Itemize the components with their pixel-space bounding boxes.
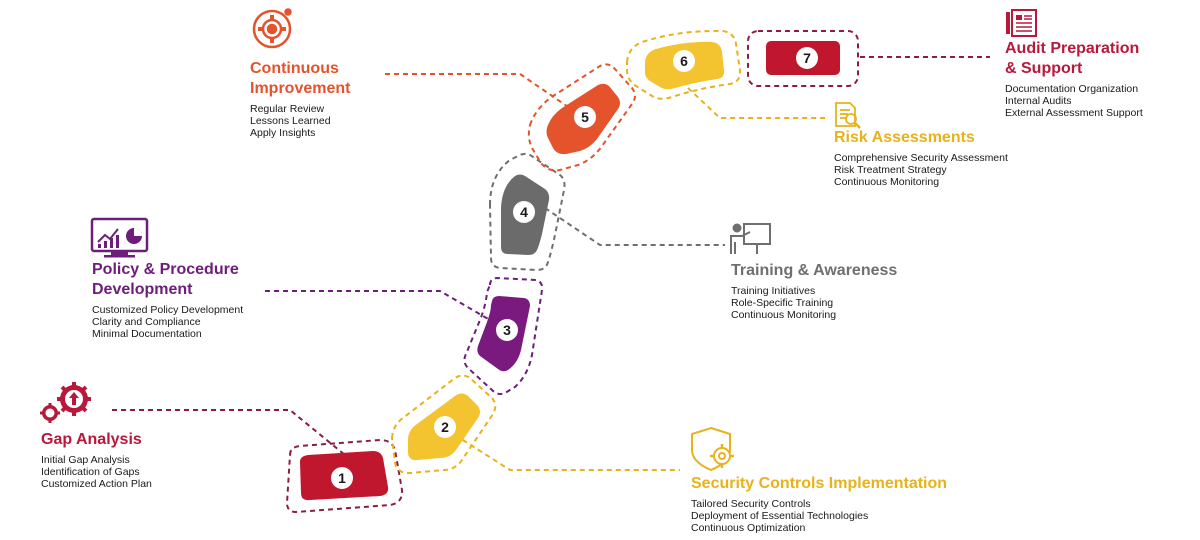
policy-procedure-title-line2: Development — [92, 281, 193, 298]
training-awareness-label: Training & Awareness Training Initiative… — [731, 261, 897, 321]
step-4-outline — [488, 152, 566, 272]
training-awareness-title: Training & Awareness — [731, 262, 898, 279]
step-2-badge — [434, 416, 456, 438]
continuous-improvement-title-line1: Continuous — [250, 60, 339, 77]
policy-procedure-item: Customized Policy Development — [92, 304, 244, 316]
step-6: 6 — [626, 29, 742, 100]
step-5: 5 — [527, 63, 636, 172]
audit-preparation-label: Audit Preparation & Support Documentatio… — [1005, 39, 1143, 119]
step-7-outline — [747, 30, 859, 87]
connector-security — [454, 434, 680, 471]
continuous-improvement-title: Continuous Improvement — [250, 59, 350, 99]
audit-preparation-item: Internal Audits — [1005, 95, 1072, 107]
step-6-outline — [626, 29, 742, 100]
risk-assessments-item: Continuous Monitoring — [834, 176, 940, 188]
step-3-outline — [463, 276, 544, 395]
step-6-badge — [673, 50, 695, 72]
step-4-number: 4 — [520, 204, 528, 220]
monitor-chart-icon — [90, 217, 149, 258]
gap-analysis-title: Gap Analysis — [41, 431, 142, 448]
security-controls-title: Security Controls Implementation — [691, 475, 948, 492]
step-3-badge — [496, 319, 518, 341]
security-controls-label: Security Controls Implementation Tailore… — [691, 474, 947, 534]
step-7-badge — [796, 47, 818, 69]
connector-continuous — [385, 73, 581, 116]
step-2-outline — [390, 374, 497, 475]
continuous-improvement-label: Continuous Improvement Regular Review Le… — [250, 59, 350, 139]
step-5-badge — [574, 106, 596, 128]
audit-preparation-title-line2: & Support — [1005, 60, 1083, 77]
document-magnifier-icon — [835, 102, 861, 129]
gap-analysis-item: Customized Action Plan — [41, 478, 152, 490]
continuous-improvement-title-line2: Improvement — [250, 80, 351, 97]
gap-analysis-item: Identification of Gaps — [41, 466, 140, 478]
step-3-number: 3 — [503, 322, 511, 338]
step-1-number: 1 — [338, 470, 346, 486]
gear-cycle-icon — [252, 8, 292, 49]
training-awareness-item: Training Initiatives — [731, 285, 816, 297]
connector-risk — [687, 87, 825, 119]
training-awareness-item: Role-Specific Training — [731, 297, 834, 309]
step-3: 3 — [463, 276, 544, 395]
step-6-number: 6 — [680, 53, 688, 69]
policy-procedure-item: Minimal Documentation — [92, 328, 202, 340]
gap-analysis-label: Gap Analysis Initial Gap Analysis Identi… — [41, 430, 152, 490]
risk-assessments-item: Risk Treatment Strategy — [834, 164, 947, 176]
step-5-outline — [527, 63, 636, 172]
connector-gap — [112, 409, 346, 456]
shield-gear-icon — [691, 426, 734, 472]
step-2-number: 2 — [441, 419, 449, 435]
risk-assessments-label: Risk Assessments Comprehensive Security … — [834, 128, 1008, 188]
continuous-improvement-item: Lessons Learned — [250, 115, 331, 127]
policy-procedure-label: Policy & Procedure Development Customize… — [92, 260, 243, 340]
connector-training — [544, 207, 725, 246]
audit-preparation-title-line1: Audit Preparation — [1005, 40, 1140, 57]
documents-icon — [1006, 9, 1037, 37]
security-controls-item: Deployment of Essential Technologies — [691, 510, 869, 522]
step-1: 1 — [285, 438, 404, 514]
presenter-board-icon — [730, 223, 771, 254]
security-controls-item: Continuous Optimization — [691, 522, 806, 534]
step-2: 2 — [390, 374, 497, 475]
step-1-badge — [331, 467, 353, 489]
audit-preparation-title: Audit Preparation & Support — [1005, 39, 1143, 79]
training-awareness-item: Continuous Monitoring — [731, 309, 837, 321]
audit-preparation-item: External Assessment Support — [1005, 107, 1143, 119]
security-controls-item: Tailored Security Controls — [691, 498, 811, 510]
policy-procedure-title: Policy & Procedure Development — [92, 260, 243, 300]
gap-analysis-item: Initial Gap Analysis — [41, 454, 130, 466]
policy-procedure-title-line1: Policy & Procedure — [92, 261, 239, 278]
risk-assessments-title: Risk Assessments — [834, 129, 975, 146]
step-1-outline — [285, 438, 404, 514]
continuous-improvement-item: Regular Review — [250, 103, 325, 115]
risk-assessments-item: Comprehensive Security Assessment — [834, 152, 1008, 164]
audit-preparation-item: Documentation Organization — [1005, 83, 1139, 95]
policy-procedure-item: Clarity and Compliance — [92, 316, 201, 328]
step-4-badge — [513, 201, 535, 223]
gears-arrow-icon — [40, 382, 91, 423]
connector-policy — [265, 290, 491, 321]
step-4: 4 — [488, 152, 566, 272]
step-5-number: 5 — [581, 109, 589, 125]
step-7: 7 — [747, 30, 859, 87]
continuous-improvement-item: Apply Insights — [250, 127, 316, 139]
step-7-number: 7 — [803, 50, 811, 66]
